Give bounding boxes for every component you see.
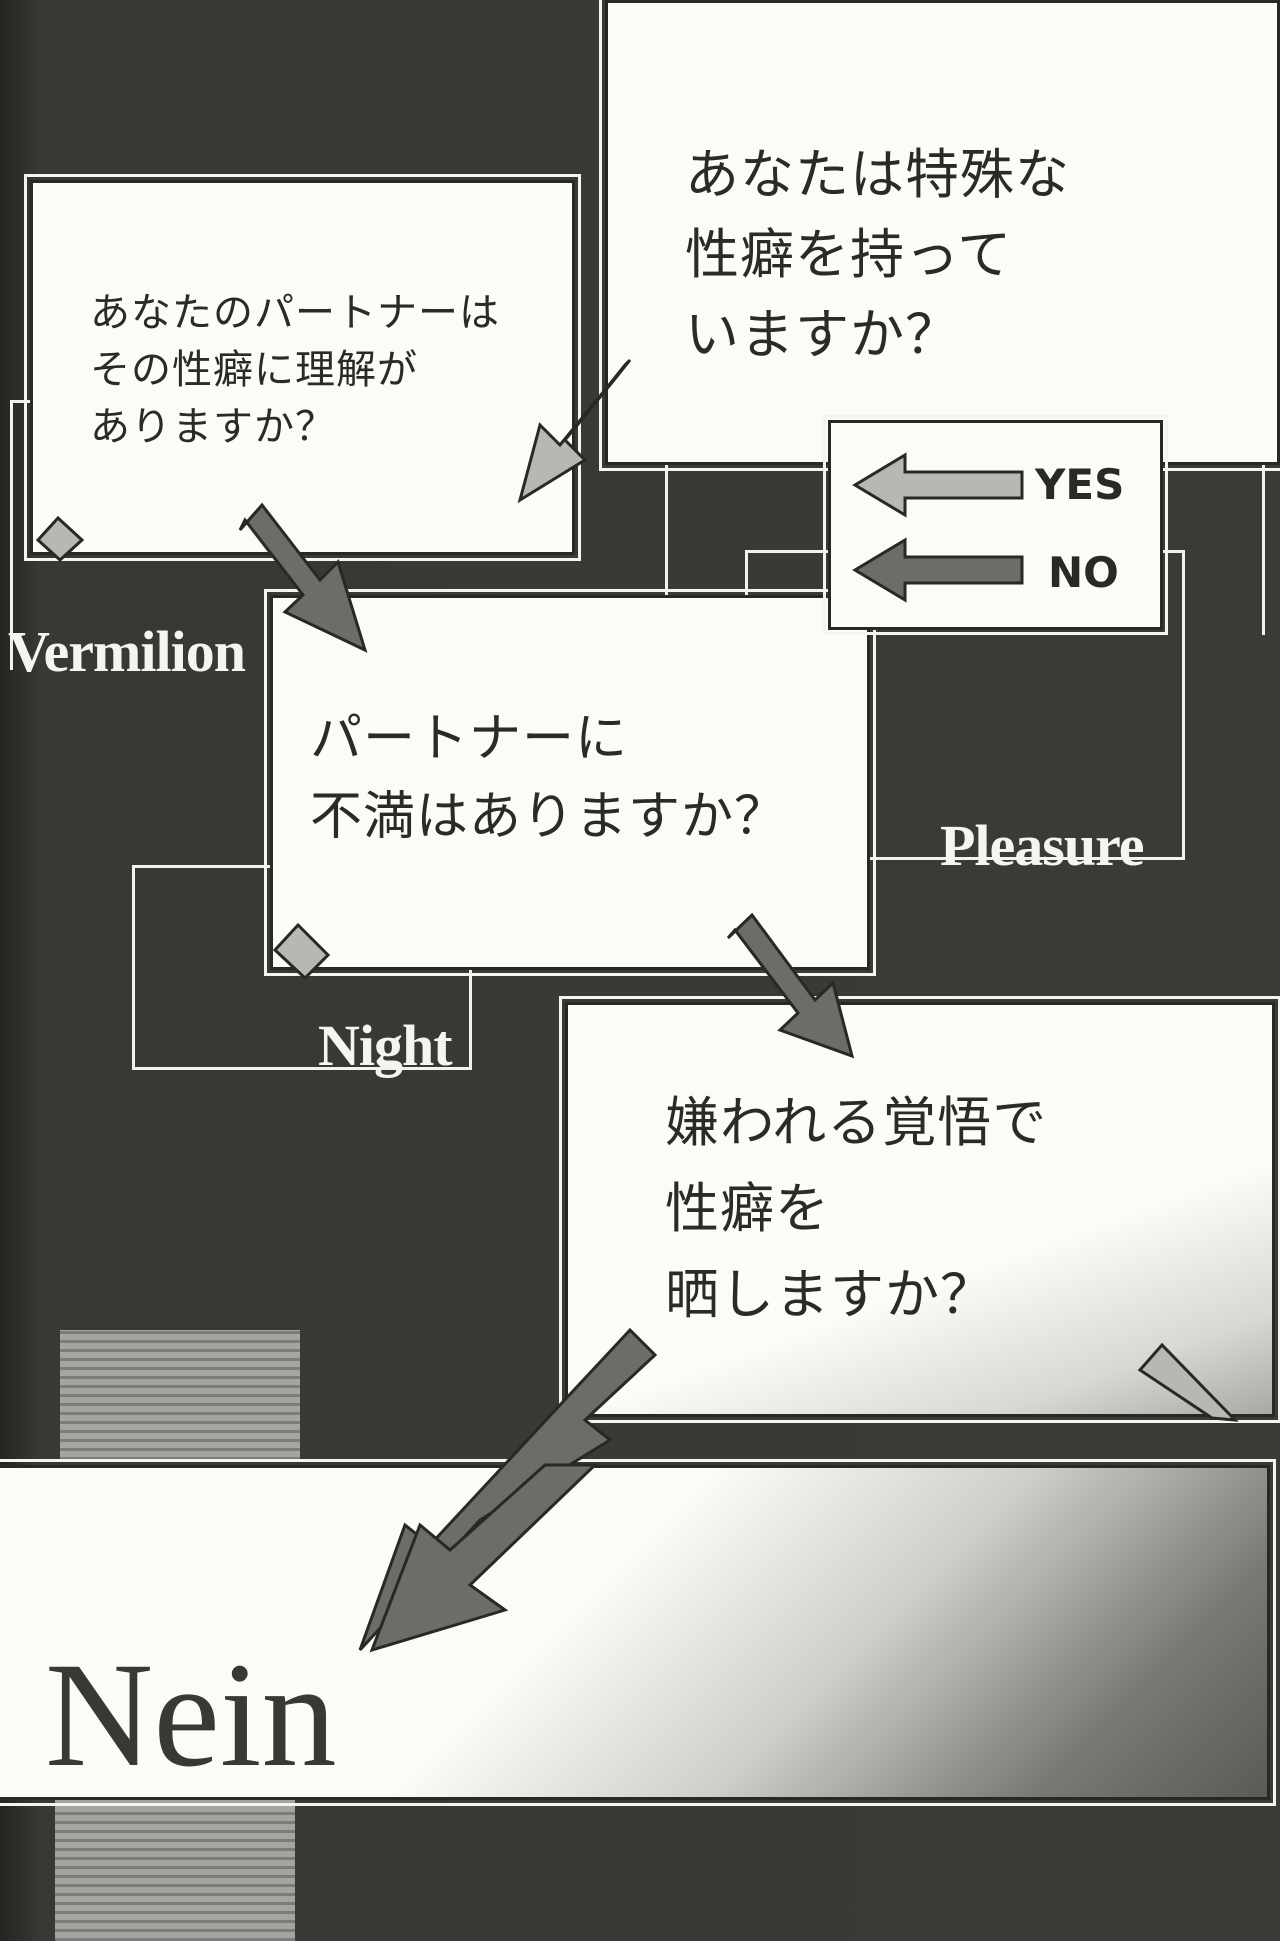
question-box-2 [24, 174, 581, 561]
pleasure-label: Pleasure [940, 813, 1145, 878]
nein-banner [0, 1459, 1276, 1806]
question-box-1 [599, 0, 1280, 471]
question-box-4 [559, 996, 1280, 1423]
arrow-q2-to-q3 [238, 502, 368, 653]
arrow-q1-to-q2 [517, 358, 632, 504]
legend-yes-arrow [852, 452, 1024, 518]
question-3-text: パートナーに 不満はありますか？ [310, 709, 788, 847]
building-illustration-lower [55, 1800, 295, 1941]
legend-no-arrow [852, 537, 1024, 603]
building-illustration [60, 1330, 300, 1460]
stub-arrow-q3 [272, 922, 331, 981]
vermilion-label: Vermilion [8, 619, 246, 684]
stub-arrow-q4 [1137, 1342, 1239, 1422]
nein-label: Nein [45, 1632, 337, 1798]
question-box-3 [264, 589, 876, 976]
question-2-text: あなたのパートナーは その性癖に理解が ありますか？ [90, 290, 500, 450]
arrow-into-nein [369, 1463, 599, 1653]
legend-box [823, 415, 1168, 635]
question-4-text: 嫌われる覚悟で 性癖を 晒しますか？ [665, 1091, 1048, 1326]
night-label: Night [318, 1013, 453, 1078]
legend-yes-label: YES [1035, 460, 1125, 509]
legend-no-label: NO [1048, 548, 1119, 597]
stub-arrow-q2 [35, 515, 85, 563]
question-1-text: あなたは特殊な 性癖を持って いますか？ [685, 143, 1070, 366]
arrow-q3-to-q4 [726, 912, 855, 1059]
